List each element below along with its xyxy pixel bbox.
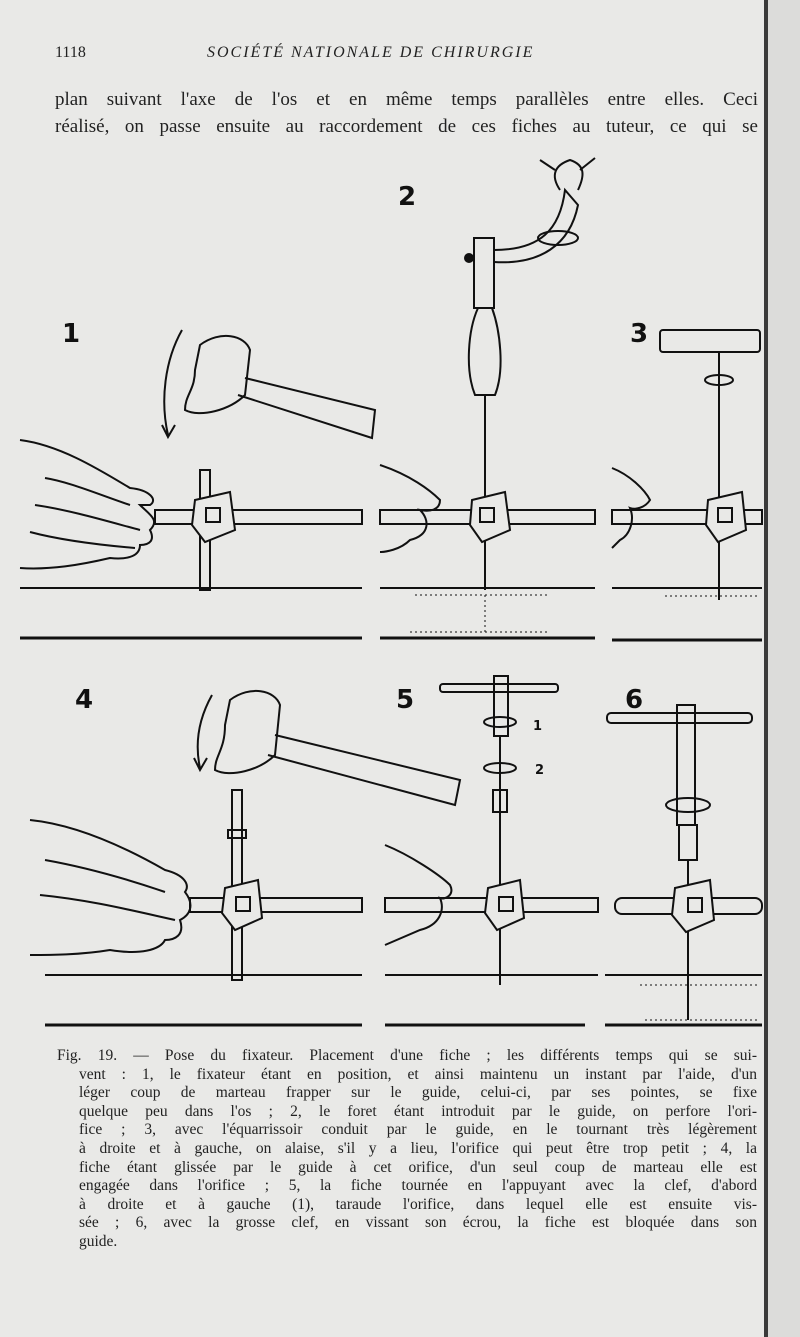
guide-block — [468, 490, 512, 544]
panel-4 — [29, 689, 462, 981]
panel5-sub-label-1: 1 — [533, 719, 542, 734]
mallet-drawing — [213, 689, 282, 775]
body-line: plan suivant l'axe de l'os et en même te… — [55, 89, 758, 110]
panel-label-2: 2 — [398, 182, 416, 212]
hand-drawing — [19, 439, 156, 570]
guide-block — [704, 490, 748, 544]
panel-label-6: 6 — [625, 685, 643, 715]
mallet-drawing — [183, 334, 252, 415]
guide-block — [670, 878, 716, 934]
panel-label-3: 3 — [630, 319, 648, 349]
page-number: 1118 — [55, 44, 86, 61]
panel-label-4: 4 — [75, 685, 93, 715]
panel-label-5: 5 — [396, 685, 414, 715]
guide-block — [220, 878, 264, 932]
guide-block — [483, 878, 526, 932]
caption-line: léger coup de marteau frapper sur le gui… — [79, 1084, 757, 1102]
journal-title: SOCIÉTÉ NATIONALE DE CHIRURGIE — [207, 44, 535, 61]
skin-bone-lines — [20, 587, 762, 1027]
body-paragraph: plan suivant l'axe de l'os et en même te… — [55, 86, 758, 140]
page-edge — [764, 0, 768, 1337]
body-line: réalisé, on passe ensuite au raccordemen… — [55, 116, 758, 137]
panel-5 — [384, 675, 599, 985]
panel-1 — [19, 329, 377, 591]
panel-label-1: 1 — [62, 319, 80, 349]
caption-line: à droite et à gauche (1), taraude l'orif… — [79, 1195, 757, 1213]
facing-page-strip — [768, 0, 800, 1337]
drill-handle — [467, 307, 502, 396]
panel5-sub-label-2: 2 — [535, 763, 544, 778]
caption-line: fice ; 3, avec l'équarrissoir conduit pa… — [79, 1121, 757, 1139]
figure-19-illustration: 1 2 3 4 5 6 1 2 — [19, 157, 763, 1027]
caption-line: à droite et à gauche, on alaise, s'il y … — [79, 1139, 757, 1157]
caption-line: Fig. 19. — Pose du fixateur. Placement d… — [57, 1047, 757, 1064]
panel-3 — [611, 329, 763, 600]
motion-arrow-icon — [161, 329, 183, 440]
caption-line: engagée dans l'orifice ; 5, la fiche tou… — [79, 1177, 757, 1195]
figure-caption: Fig. 19. — Pose du fixateur. Placement d… — [57, 1047, 757, 1252]
panel-6 — [606, 704, 763, 1020]
guide-block — [190, 490, 237, 544]
motion-arrow-icon — [193, 694, 213, 773]
caption-line: sée ; 6, avec la grosse clef, en vissant… — [79, 1214, 757, 1232]
caption-line: vent : 1, le fixateur étant en position,… — [79, 1065, 757, 1083]
hand-drawing — [29, 819, 192, 956]
caption-line: quelque peu dans l'os ; 2, le foret étan… — [79, 1102, 757, 1120]
panel-2 — [379, 157, 596, 590]
caption-line: fiche étant glissée par le guide à cet o… — [79, 1158, 757, 1176]
caption-line: guide. — [79, 1232, 118, 1250]
